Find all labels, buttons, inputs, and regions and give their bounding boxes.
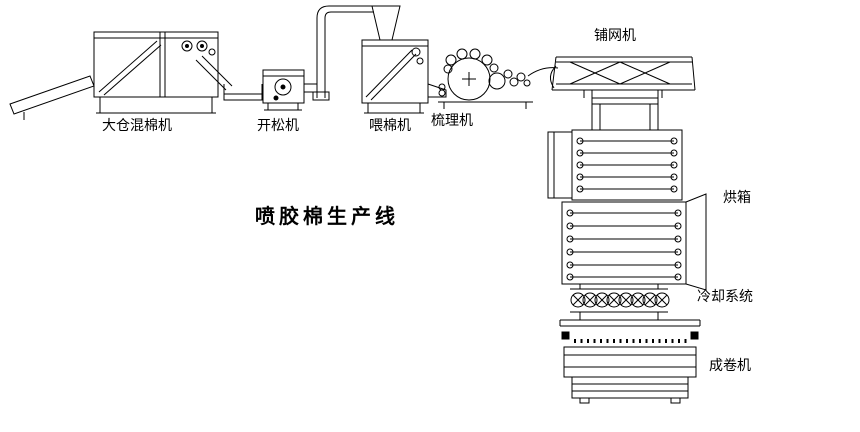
label-oven: 烘箱 (723, 189, 751, 205)
winding-machine-drawing (559, 312, 701, 404)
label-opening-machine: 开松机 (257, 117, 299, 133)
label-lapping-machine: 铺网机 (594, 27, 636, 43)
carding-machine-drawing (438, 48, 559, 109)
feeding-machine-drawing (361, 5, 447, 114)
label-mixing-machine: 大仓混棉机 (102, 117, 172, 133)
oven-drawing (547, 129, 707, 291)
pneumatic-pipe-drawing (312, 5, 376, 101)
label-winding-machine: 成卷机 (709, 357, 751, 373)
opening-machine-drawing (262, 69, 317, 111)
diagram-title: 喷胶棉生产线 (255, 206, 399, 228)
lapping-machine-drawing (550, 56, 696, 130)
label-feeding-machine: 喂棉机 (369, 117, 411, 133)
cooling-system-drawing (570, 284, 670, 313)
mixing-machine-drawing (9, 31, 263, 120)
label-carding-machine: 梳理机 (431, 112, 473, 128)
label-cooling-system: 冷却系统 (697, 288, 753, 304)
